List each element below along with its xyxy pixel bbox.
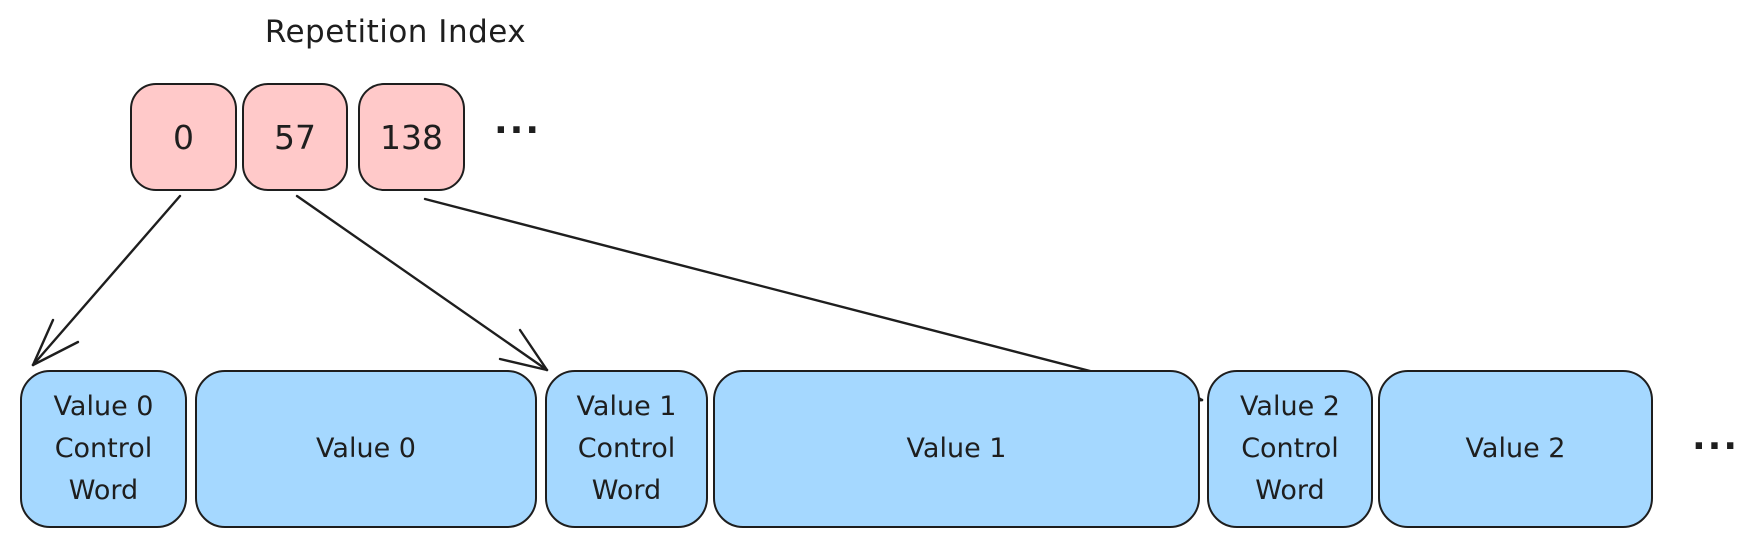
repetition-index-value: 57 [274, 117, 316, 157]
value-2-block: Value 2 [1378, 370, 1653, 528]
block-label: Value 1 Control Word [576, 391, 677, 506]
value-0-block: Value 0 [195, 370, 537, 528]
repetition-index-ellipsis: ... [494, 101, 542, 142]
block-label: Value 1 [906, 433, 1007, 465]
block-label: Value 2 [1465, 433, 1566, 465]
repetition-index-cell-0: 0 [130, 83, 237, 191]
value-1-block: Value 1 [713, 370, 1200, 528]
block-label: Value 2 Control Word [1240, 391, 1340, 506]
arrow-index-0-to-value-0-control-word [31, 194, 182, 367]
block-label: Value 0 [316, 433, 416, 465]
value-2-control-word-block: Value 2 Control Word [1207, 370, 1373, 528]
value-1-control-word-block: Value 1 Control Word [545, 370, 708, 528]
value-stream-ellipsis: ... [1692, 417, 1740, 458]
block-label: Value 0 Control Word [53, 391, 154, 506]
value-0-control-word-block: Value 0 Control Word [20, 370, 187, 528]
repetition-index-cell-1: 57 [242, 83, 348, 191]
diagram-title: Repetition Index [264, 14, 527, 50]
repetition-index-value: 0 [173, 117, 194, 157]
repetition-index-value: 138 [380, 117, 443, 157]
arrow-index-57-to-value-1-control-word [295, 194, 549, 372]
repetition-index-cell-2: 138 [358, 83, 465, 191]
